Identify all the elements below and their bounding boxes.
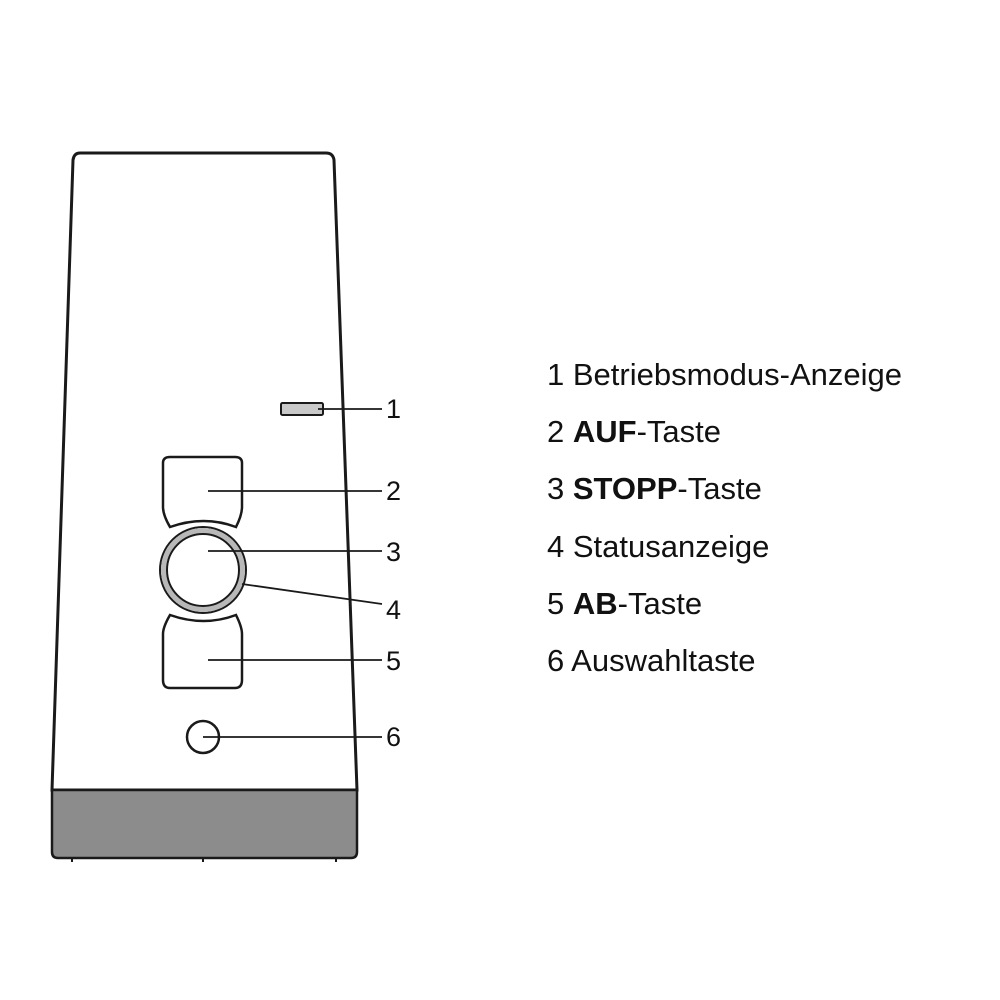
mode-indicator-light [280, 402, 324, 416]
leader-line-4 [241, 583, 383, 605]
legend-item: 5 AB-Taste [547, 581, 902, 638]
legend-bold-term: STOPP [572, 471, 678, 507]
legend-item: 2 AUF-Taste [547, 409, 902, 466]
legend-item: 3 STOPP-Taste [547, 466, 902, 523]
callout-number-5: 5 [386, 646, 401, 676]
callout-number-2: 2 [386, 476, 401, 506]
callout-number-3: 3 [386, 537, 401, 567]
legend-item: 6 Auswahltaste [547, 638, 902, 695]
legend-number: 6 [547, 642, 565, 678]
status-indicator-ring [159, 526, 247, 614]
legend-number: 3 [547, 471, 565, 507]
legend-item: 1 Betriebsmodus-Anzeige [547, 352, 902, 409]
legend-bold-term: AUF [572, 414, 637, 450]
legend-text: Betriebsmodus-Anzeige [572, 357, 902, 392]
callout-number-6: 6 [386, 722, 401, 752]
legend-bold-term: AB [572, 585, 618, 621]
legend-text: Statusanzeige [572, 528, 770, 564]
stop-button[interactable] [166, 533, 240, 607]
status-indicator-ring-fill [161, 528, 245, 612]
legend-text: -Taste [636, 414, 722, 450]
legend-number: 1 [547, 357, 565, 392]
legend-number: 4 [547, 528, 565, 564]
legend-item: 4 Statusanzeige [547, 524, 902, 581]
down-button[interactable] [161, 613, 244, 690]
legend: 1 Betriebsmodus-Anzeige 2 AUF-Taste 3 ST… [547, 352, 902, 695]
legend-text: Auswahltaste [571, 642, 756, 678]
callout-number-4: 4 [386, 595, 401, 625]
callout-number-1: 1 [386, 394, 401, 424]
legend-number: 5 [547, 585, 565, 621]
legend-number: 2 [547, 414, 565, 450]
device-base-band [50, 788, 359, 860]
legend-text: -Taste [617, 585, 703, 621]
legend-text: -Taste [677, 471, 762, 507]
up-button[interactable] [161, 455, 244, 529]
